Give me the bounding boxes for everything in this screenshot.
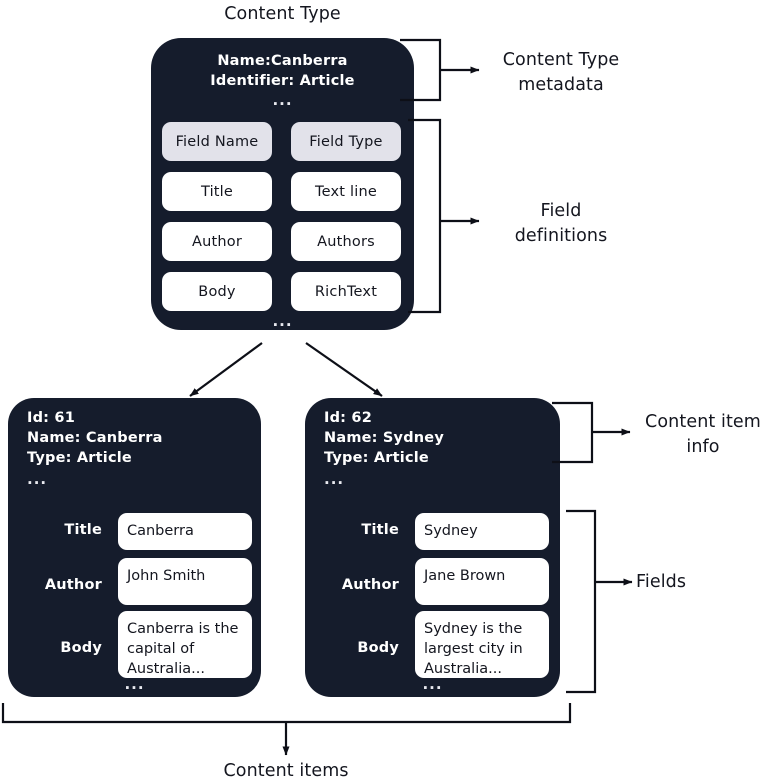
annotation-content-items: Content items (223, 761, 349, 781)
annotation-content-item-info: Content item info (633, 410, 773, 460)
field-name-cell: Author (162, 222, 272, 261)
content-item-id-line: Id: 61 (27, 410, 75, 426)
annotation-line: Field (540, 201, 582, 221)
field-type-header: Field Type (291, 122, 401, 161)
bracket-content-item-info (552, 401, 594, 464)
field-name-header: Field Name (162, 122, 272, 161)
content-item-info-text: Id: 62 Name: Sydney Type: Article (324, 408, 444, 468)
annotation-fields: Fields (636, 570, 746, 595)
field-label-title: Title (64, 522, 102, 538)
content-type-identifier-line: Identifier: Article (210, 73, 355, 89)
field-name-cell: Title (162, 172, 272, 211)
bracket-fields (566, 509, 597, 694)
field-value-title: Canberra (117, 513, 252, 550)
content-type-bottom-ellipsis: ... (272, 312, 293, 330)
content-item-id-line: Id: 62 (324, 410, 372, 426)
annotation-line: metadata (518, 75, 604, 95)
annotation-content-type-metadata: Content Type metadata (481, 48, 641, 98)
field-value-author: Jane Brown (414, 558, 549, 605)
content-item-type-line: Type: Article (324, 450, 429, 466)
content-type-metadata-text: Name:Canberra Identifier: Article (151, 51, 414, 91)
field-value-body: Canberra is the capital of Australia... (117, 611, 252, 678)
content-item-ellipsis: ... (324, 470, 345, 488)
annotation-field-definitions: Field definitions (481, 199, 641, 249)
bracket-content-items (1, 703, 572, 724)
content-item-info-text: Id: 61 Name: Canberra Type: Article (27, 408, 163, 468)
field-value-body: Sydney is the largest city in Australia.… (414, 611, 549, 678)
field-label-author: Author (341, 577, 399, 593)
content-item-card-61: Id: 61 Name: Canberra Type: Article ... … (8, 398, 261, 697)
bracket-content-type-metadata (400, 38, 442, 102)
arrow-to-item-62 (305, 342, 383, 397)
annotation-line: definitions (514, 226, 608, 246)
annotation-line: Content Type (502, 50, 620, 70)
field-label-title: Title (361, 522, 399, 538)
content-type-card: Name:Canberra Identifier: Article ... Fi… (151, 38, 414, 330)
content-item-bottom-ellipsis: ... (422, 675, 443, 693)
content-item-name-line: Name: Sydney (324, 430, 444, 446)
content-item-ellipsis: ... (27, 470, 48, 488)
annotation-line: Fields (636, 572, 687, 592)
field-value-author: John Smith (117, 558, 252, 605)
field-type-cell: Text line (291, 172, 401, 211)
field-label-body: Body (60, 640, 102, 656)
annotation-line: info (686, 437, 720, 457)
field-name-cell: Body (162, 272, 272, 311)
page-title: Content Type (224, 4, 341, 24)
field-label-author: Author (44, 577, 102, 593)
content-type-name-line: Name:Canberra (217, 53, 348, 69)
content-item-name-line: Name: Canberra (27, 430, 163, 446)
field-type-cell: RichText (291, 272, 401, 311)
content-item-card-62: Id: 62 Name: Sydney Type: Article ... Ti… (305, 398, 560, 697)
content-type-ellipsis: ... (272, 91, 293, 109)
field-label-body: Body (357, 640, 399, 656)
arrow-to-item-61 (189, 342, 263, 397)
bracket-field-definitions (408, 118, 442, 314)
field-type-cell: Authors (291, 222, 401, 261)
field-value-title: Sydney (414, 513, 549, 550)
content-item-bottom-ellipsis: ... (124, 675, 145, 693)
annotation-line: Content item (645, 412, 761, 432)
content-item-type-line: Type: Article (27, 450, 132, 466)
